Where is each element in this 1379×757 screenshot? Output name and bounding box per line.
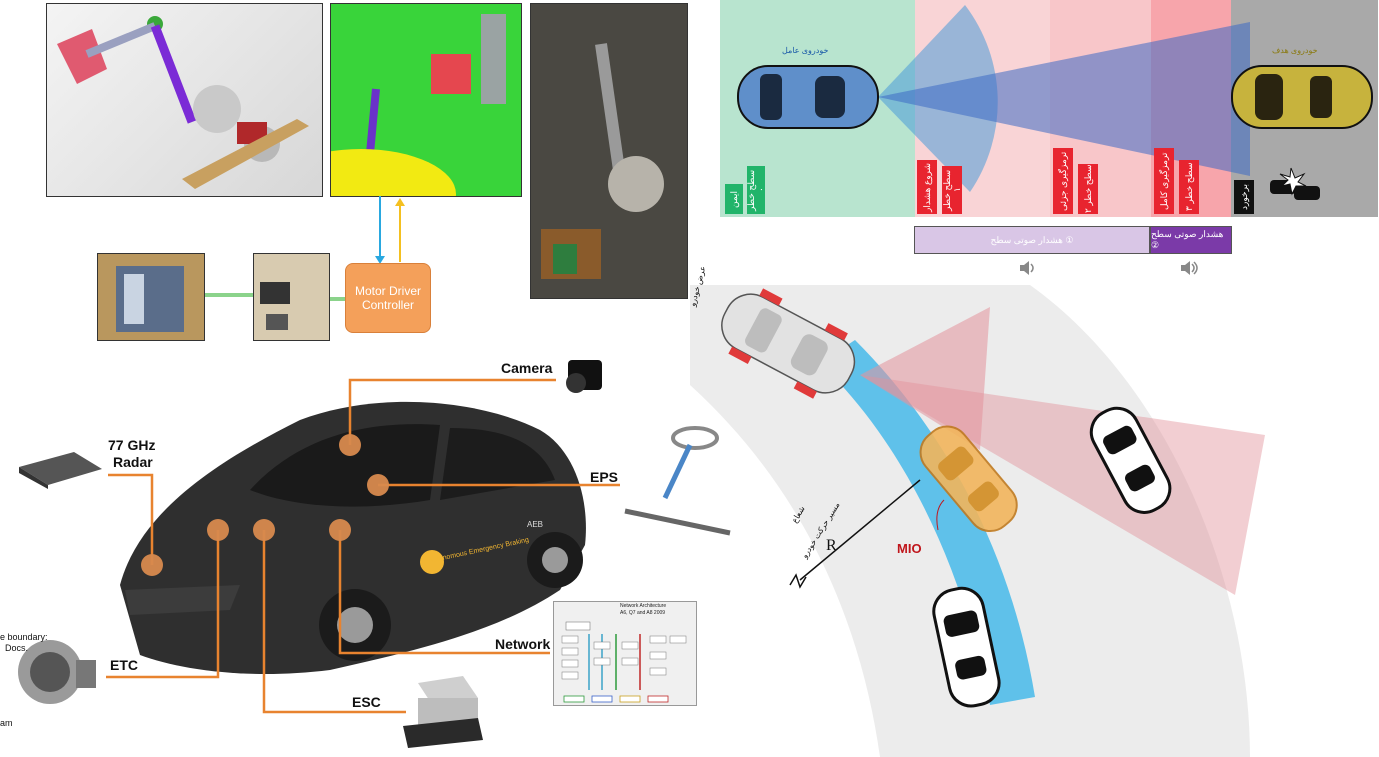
radar-label-line1: 77 GHz [108, 437, 156, 453]
cropped-text-2: Docs. [5, 643, 29, 653]
link-line-2 [330, 297, 345, 301]
tag-safe-1: ایمن [725, 184, 743, 214]
cad-steering-rig-image [46, 3, 323, 197]
tag-partial-1: ترمزگیری جزئی [1053, 148, 1073, 214]
tag-full-2: سطح خطر ۳ [1179, 160, 1199, 214]
warning-level-1-text: هشدار صوتی سطح ① [990, 234, 1074, 245]
radar-label-line2: Radar [113, 454, 153, 470]
mdc-label-line1: Motor Driver [354, 284, 421, 298]
radius-symbol: R [826, 537, 837, 554]
tag-collision: برخورد [1234, 180, 1254, 214]
network-doc-title2: A6, Q7 and A8 2009 [620, 610, 666, 616]
signal-arrows [375, 196, 405, 264]
aeb-zones-panel: خودروی عامل خودروی هدف ایمن سطح خطر ۰ شر… [720, 0, 1378, 217]
target-vehicle-label: خودروی هدف [1272, 46, 1318, 55]
warning-level-2-text: هشدار صوتی سطح ② [1151, 229, 1224, 250]
esc-label: ESC [352, 694, 381, 710]
tag-warn-2: سطح خطر ۱ [942, 166, 962, 214]
steering-test-photo [530, 3, 688, 299]
aeb-decal-text: AEB [527, 520, 544, 529]
network-architecture-doc: Network Architecture A6, Q7 and A8 2009 [553, 601, 697, 706]
eps-label: EPS [590, 469, 619, 485]
interface-box-photo [253, 253, 330, 341]
speaker-icon [1181, 261, 1198, 275]
link-line-1 [205, 293, 253, 297]
warning-level-2-bar: هشدار صوتی سطح ② [1150, 226, 1232, 254]
tag-safe-2: سطح خطر ۰ [746, 166, 766, 214]
tag-partial-2: سطح خطر ۲ [1078, 164, 1098, 214]
aeb-sensor-beams [737, 5, 1373, 200]
host-vehicle-label: خودروی عامل [782, 46, 829, 55]
network-doc-title1: Network Architecture [620, 603, 667, 609]
camera-image [566, 360, 602, 393]
pxi-chassis-photo [97, 253, 205, 341]
etc-throttle-image [18, 640, 96, 704]
mdc-label-line2: Controller [361, 298, 414, 312]
warning-level-1-bar: هشدار صوتی سطح ① [914, 226, 1150, 254]
vehicle-diagram [106, 378, 620, 714]
speaker-icon [1020, 261, 1034, 275]
radar-image [19, 452, 102, 489]
cropped-text-1: e boundary: [0, 632, 48, 642]
tag-warn-1: شروع هشدار [917, 160, 937, 214]
green-chassis-image [330, 3, 522, 197]
etc-label: ETC [110, 657, 138, 673]
camera-label: Camera [501, 360, 553, 376]
mio-label: MIO [897, 541, 922, 556]
cropped-text-3: am [0, 718, 13, 728]
eps-image [624, 426, 731, 536]
network-label: Network [495, 636, 551, 652]
curved-road-diagram [690, 285, 1265, 757]
esc-module-image [403, 676, 483, 748]
tag-full-1: ترمزگیری کامل [1154, 148, 1174, 214]
